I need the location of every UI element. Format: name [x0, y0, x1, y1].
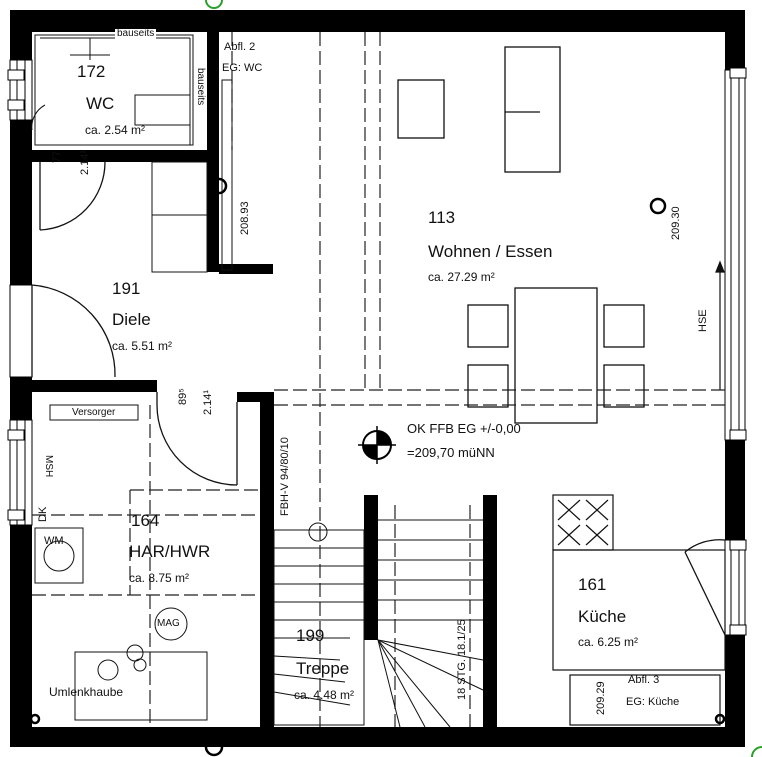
dashed-lines	[32, 32, 725, 727]
door-swings	[31, 161, 726, 636]
staircase	[273, 519, 484, 728]
wc-fixtures	[31, 34, 194, 146]
wall-openings	[9, 59, 746, 636]
reference-marks	[29, 177, 726, 757]
har-fixtures	[34, 404, 208, 721]
kitchen-fixtures	[552, 494, 726, 726]
level-marker	[358, 426, 396, 464]
living-furniture	[397, 46, 645, 424]
diele-wardrobe	[151, 79, 233, 273]
corner-marks	[205, 0, 762, 757]
interior-walls	[32, 32, 497, 727]
side-tabs	[7, 67, 747, 636]
hse-arrow	[715, 260, 725, 390]
